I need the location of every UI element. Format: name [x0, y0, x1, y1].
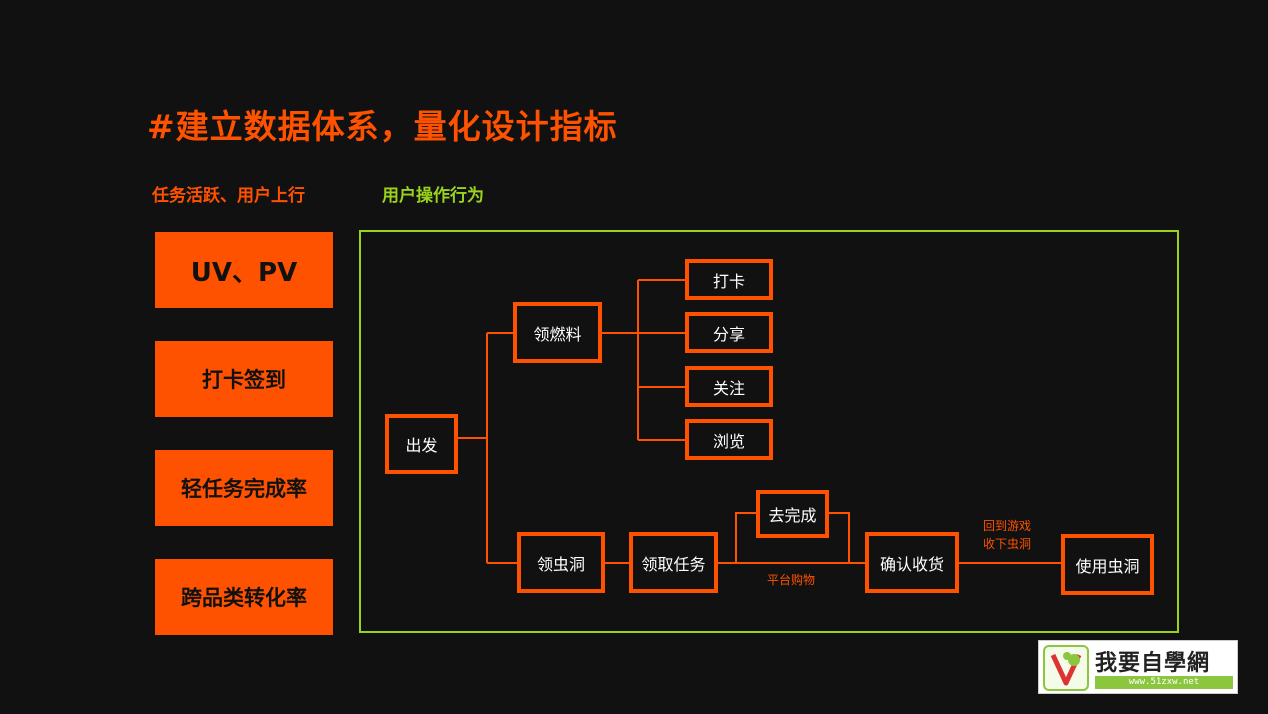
node-checkin: 打卡: [685, 259, 773, 300]
node-confirm-receipt: 确认收货: [865, 532, 959, 593]
right-subheading: 用户操作行为: [382, 186, 484, 206]
metric-box-cross-category-rate: 跨品类转化率: [155, 559, 333, 635]
node-browse: 浏览: [685, 419, 773, 460]
edge-label-return-game-line2: 收下虫洞: [983, 537, 1032, 551]
metric-box-checkin: 打卡签到: [155, 341, 333, 417]
node-start: 出发: [385, 414, 458, 474]
node-use-wormhole: 使用虫洞: [1061, 534, 1154, 595]
edge-label-platform-shopping: 平台购物: [767, 573, 816, 587]
metric-box-uv-pv: UV、PV: [155, 232, 333, 308]
node-follow: 关注: [685, 366, 773, 407]
logo-mark-icon: [1043, 645, 1089, 691]
node-get-fuel: 领燃料: [513, 302, 602, 363]
edge-label-return-game: 回到游戏 收下虫洞: [983, 517, 1031, 553]
node-go-complete: 去完成: [756, 490, 829, 538]
edge-label-return-game-line1: 回到游戏: [983, 519, 1032, 533]
metric-box-light-task-rate: 轻任务完成率: [155, 450, 333, 526]
logo-url: www.51zxw.net: [1095, 676, 1233, 689]
site-logo: 我要自學網 www.51zxw.net: [1038, 640, 1238, 694]
connector-start-branch: [456, 332, 518, 564]
slide-title: #建立数据体系，量化设计指标: [147, 107, 618, 146]
logo-name: 我要自學網: [1095, 651, 1211, 676]
left-subheading: 任务活跃、用户上行: [152, 186, 305, 206]
node-share: 分享: [685, 312, 773, 353]
node-get-wormhole: 领虫洞: [517, 532, 605, 593]
flow-panel: [359, 230, 1179, 633]
connector-task-loop: [716, 512, 867, 564]
node-take-task: 领取任务: [629, 532, 718, 593]
connector-fuel-branch: [600, 279, 686, 441]
